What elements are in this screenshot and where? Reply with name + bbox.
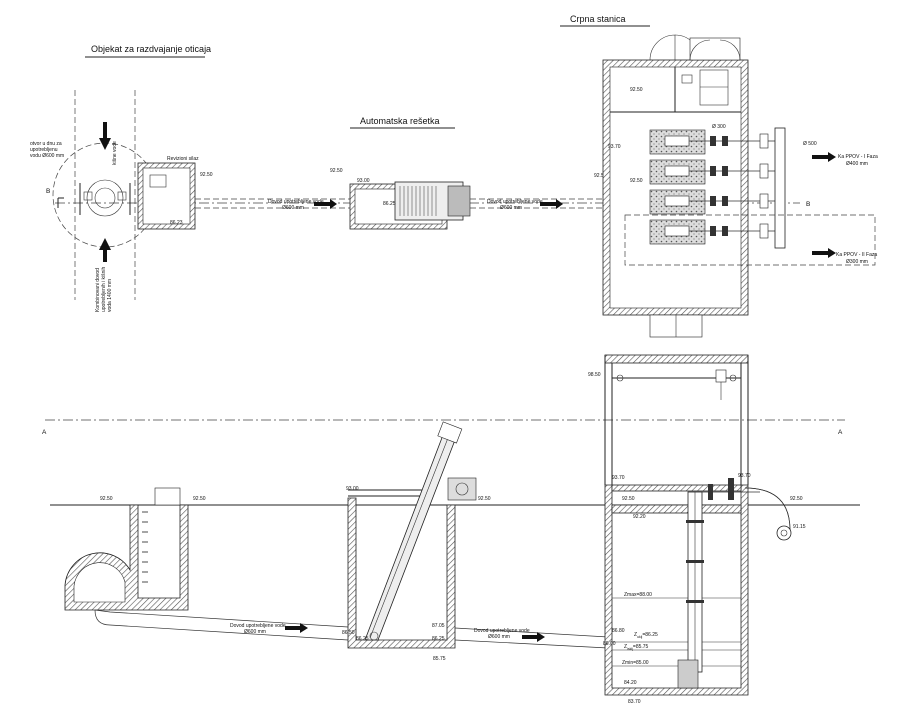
svg-text:86.00: 86.00 [603, 641, 616, 647]
svg-text:92.50: 92.50 [478, 496, 491, 502]
svg-text:Ø300 mm: Ø300 mm [846, 259, 868, 265]
svg-text:92.50: 92.50 [100, 496, 113, 502]
svg-text:Dovod upotrebljene vode: Dovod upotrebljene vode [487, 199, 543, 205]
svg-text:otvor u dnu za: otvor u dnu za [30, 141, 62, 147]
svg-text:Kombinovani dovod: Kombinovani dovod [95, 268, 101, 312]
separation-chamber-plan: kišne vode otvor u dnu za upotrebljenu v… [30, 90, 158, 312]
svg-text:Zuklj=86.25: Zuklj=86.25 [634, 632, 658, 639]
svg-text:Ø600 mm: Ø600 mm [488, 634, 510, 640]
plan-view: B B kišne vode otvor u dnu za upotreblje… [30, 34, 878, 338]
svg-text:Ø600 mm: Ø600 mm [244, 629, 266, 635]
svg-text:92.50: 92.50 [622, 496, 635, 502]
svg-text:Ø 300: Ø 300 [712, 124, 726, 130]
section-b-right: B [806, 201, 810, 208]
flow-arrow-up-lower-icon [99, 238, 111, 262]
pump-station-section: 98.50 93.70 93.70 92.50 92.20 92.50 91.1… [588, 354, 806, 705]
manhole-plan: Revizioni silaz 92.50 86.23 [137, 156, 213, 230]
screen-plan: 93.00 86.25 [349, 178, 471, 230]
svg-text:Revizioni silaz: Revizioni silaz [167, 156, 199, 162]
section-view: A A 92.50 92.50 Dovod upotrebljene vode … [42, 354, 860, 705]
svg-text:Zisklj=85.75: Zisklj=85.75 [624, 644, 649, 651]
svg-text:Dovod upotrebljene vode: Dovod upotrebljene vode [230, 623, 286, 629]
titles: Objekat za razdvajanje oticaja Automatsk… [85, 14, 650, 129]
svg-text:85.75: 85.75 [433, 656, 446, 662]
separation-chamber-section: 92.50 92.50 [64, 487, 206, 611]
title-screen: Automatska rešetka [360, 116, 440, 126]
svg-text:Zmax=88.00: Zmax=88.00 [624, 592, 652, 598]
svg-text:92.50: 92.50 [330, 168, 343, 174]
svg-text:86.23: 86.23 [170, 220, 183, 226]
svg-text:Zmin=85.00: Zmin=85.00 [622, 660, 649, 666]
svg-text:86.50: 86.50 [342, 630, 355, 636]
svg-text:93.00: 93.00 [357, 178, 370, 184]
flow-arrow-right-2-icon [540, 199, 563, 209]
svg-text:92.50: 92.50 [630, 178, 643, 184]
svg-text:92.50: 92.50 [790, 496, 803, 502]
svg-text:92.50: 92.50 [594, 173, 607, 179]
svg-text:87.05: 87.05 [432, 623, 445, 629]
svg-text:86.25: 86.25 [432, 636, 445, 642]
flow-arrow-right-icon [314, 199, 337, 209]
svg-text:upotrebljenih i kišnih: upotrebljenih i kišnih [101, 266, 107, 312]
svg-text:kišne vode: kišne vode [112, 141, 118, 165]
svg-text:voda 1400 mm: voda 1400 mm [107, 279, 113, 312]
svg-text:upotrebljenu: upotrebljenu [30, 147, 58, 153]
svg-text:Ø600 mm: Ø600 mm [500, 205, 522, 211]
svg-text:86.25: 86.25 [356, 636, 369, 642]
outlet-arrow-2-icon [812, 248, 836, 258]
svg-text:Dovod upotrebljene vode: Dovod upotrebljene vode [268, 199, 324, 205]
svg-text:Ø 500: Ø 500 [803, 141, 817, 147]
svg-text:92.50: 92.50 [200, 172, 213, 178]
svg-text:92.50: 92.50 [630, 87, 643, 93]
svg-text:Ø400 mm: Ø400 mm [846, 161, 868, 167]
svg-text:Ka PPOV - II Faza: Ka PPOV - II Faza [836, 252, 877, 258]
section-flow-arrow-2-icon [522, 632, 545, 642]
pump-bays [649, 127, 786, 249]
svg-text:86.80: 86.80 [612, 628, 625, 634]
svg-text:Dovod upotrebljene vode: Dovod upotrebljene vode [474, 628, 530, 634]
svg-text:92.20: 92.20 [633, 514, 646, 520]
title-pump-station: Crpna stanica [570, 14, 626, 24]
svg-text:93.70: 93.70 [738, 473, 751, 479]
svg-text:A: A [42, 429, 47, 436]
svg-text:Ka PPOV - I Faza: Ka PPOV - I Faza [838, 154, 878, 160]
title-structure: Objekat za razdvajanje oticaja [91, 44, 211, 54]
flow-arrow-up-icon [99, 122, 111, 150]
section-flow-arrow-1-icon [285, 623, 308, 633]
section-b-left: B [46, 188, 50, 195]
svg-text:98.50: 98.50 [588, 372, 601, 378]
svg-text:Ø600 mm: Ø600 mm [282, 205, 304, 211]
svg-text:vodu Ø600 mm: vodu Ø600 mm [30, 153, 64, 159]
svg-text:84.20: 84.20 [624, 680, 637, 686]
svg-text:93.70: 93.70 [612, 475, 625, 481]
svg-text:93.70: 93.70 [608, 144, 621, 150]
pump-station-plan: 92.50 93.70 92.50 [602, 34, 876, 338]
outlet-arrow-1-icon [812, 152, 836, 162]
svg-text:93.00: 93.00 [346, 486, 359, 492]
svg-text:A: A [838, 429, 843, 436]
svg-text:86.25: 86.25 [383, 201, 396, 207]
svg-text:92.50: 92.50 [193, 496, 206, 502]
svg-text:83.70: 83.70 [628, 699, 641, 705]
screen-chamber-section: 93.00 92.50 86.50 86.25 87.05 86.25 85.7… [342, 421, 491, 662]
svg-text:91.15: 91.15 [793, 524, 806, 530]
